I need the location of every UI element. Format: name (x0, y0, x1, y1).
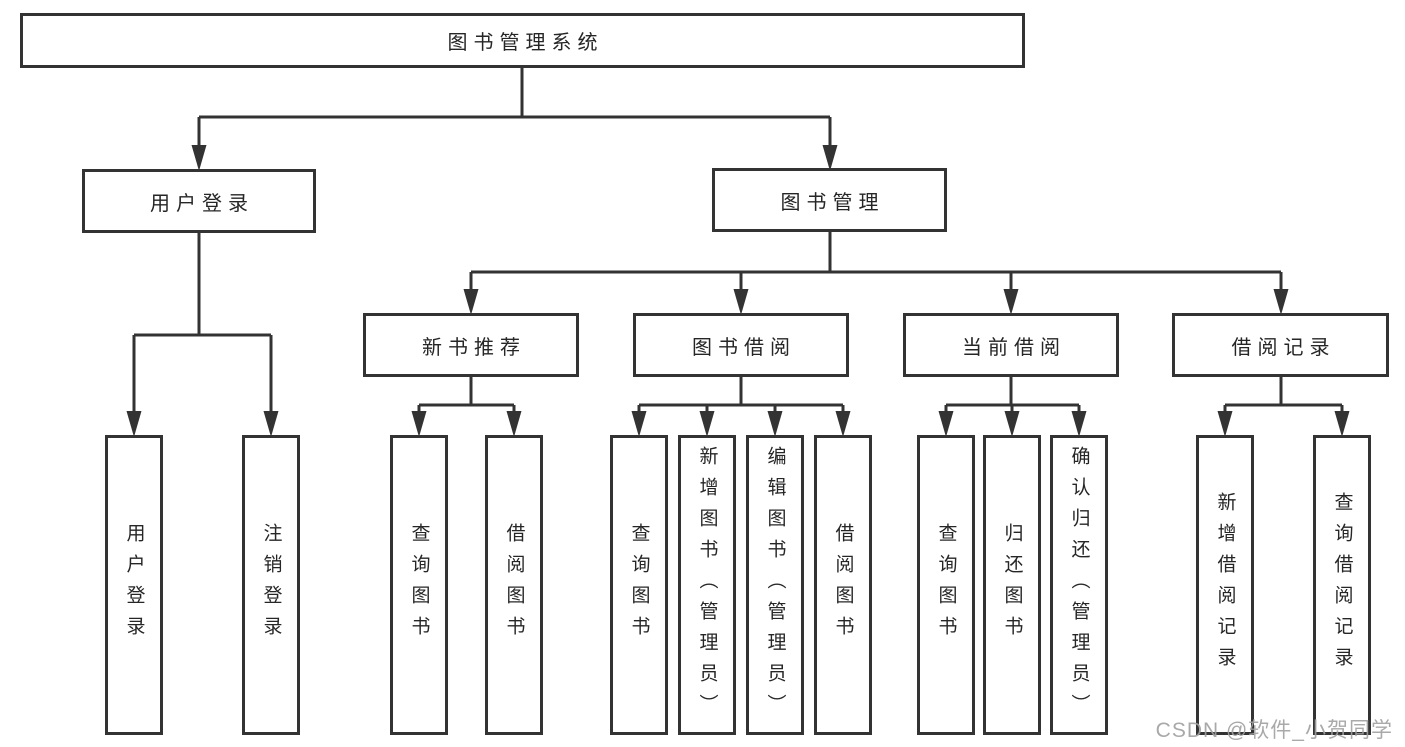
leaf-confirm-return-admin: 确认归还（管理员） (1050, 435, 1108, 735)
arrowhead (767, 411, 783, 437)
arrowhead (938, 411, 954, 437)
arrowhead (699, 411, 715, 437)
node-root-label: 图书管理系统 (447, 32, 604, 54)
node-book-borrow: 图书借阅 (633, 313, 849, 377)
leaf-query-book-recommend: 查询图书 (390, 435, 448, 735)
arrowhead (835, 411, 851, 437)
node-book-management-label: 图书管理 (780, 191, 885, 214)
leaf-user-login: 用户登录 (105, 435, 163, 735)
node-borrow-record-label: 借阅记录 (1231, 336, 1336, 359)
watermark: CSDN @软件_小贺同学 (1155, 719, 1393, 742)
leaf-add-borrow-record-label: 新增借阅记录 (1214, 492, 1236, 678)
leaf-add-book-admin: 新增图书（管理员） (678, 435, 736, 735)
node-current-borrow: 当前借阅 (903, 313, 1119, 377)
leaf-add-book-admin-label: 新增图书（管理员） (696, 445, 718, 725)
leaf-borrow-book-recommend: 借阅图书 (485, 435, 543, 735)
node-root: 图书管理系统 (20, 13, 1025, 68)
leaf-borrow-book-label: 借阅图书 (832, 523, 854, 647)
node-new-book-recommend: 新书推荐 (363, 313, 579, 377)
leaf-query-borrow-record: 查询借阅记录 (1313, 435, 1371, 735)
leaf-return-book-label: 归还图书 (1001, 523, 1023, 647)
leaf-borrow-book: 借阅图书 (814, 435, 872, 735)
arrowhead (126, 411, 142, 437)
node-new-book-recommend-label: 新书推荐 (422, 336, 526, 359)
leaf-edit-book-admin: 编辑图书（管理员） (746, 435, 804, 735)
node-user-login: 用户登录 (82, 169, 316, 233)
leaf-logout-label: 注销登录 (260, 523, 282, 647)
arrowhead (1071, 411, 1087, 437)
arrowhead (263, 411, 279, 437)
arrowhead (1273, 289, 1289, 315)
arrowhead (506, 411, 522, 437)
arrowhead (1217, 411, 1233, 437)
node-book-borrow-label: 图书借阅 (692, 336, 796, 359)
leaf-logout: 注销登录 (242, 435, 300, 735)
leaf-query-book-borrow: 查询图书 (610, 435, 668, 735)
node-current-borrow-label: 当前借阅 (962, 336, 1066, 359)
leaf-borrow-book-recommend-label: 借阅图书 (503, 523, 525, 647)
node-book-management: 图书管理 (712, 168, 947, 232)
leaf-query-book-borrow-label: 查询图书 (628, 523, 650, 647)
arrowhead (1334, 411, 1350, 437)
node-borrow-record: 借阅记录 (1172, 313, 1389, 377)
arrowhead (463, 289, 479, 315)
leaf-confirm-return-admin-label: 确认归还（管理员） (1068, 445, 1090, 725)
leaf-add-borrow-record: 新增借阅记录 (1196, 435, 1254, 735)
arrowhead (733, 289, 749, 315)
leaf-user-login-label: 用户登录 (123, 523, 145, 647)
arrowhead (411, 411, 427, 437)
arrowhead (1004, 411, 1020, 437)
node-user-login-label: 用户登录 (150, 192, 254, 215)
leaf-query-book-current: 查询图书 (917, 435, 975, 735)
arrowhead (191, 145, 207, 171)
arrowhead (631, 411, 647, 437)
leaf-return-book: 归还图书 (983, 435, 1041, 735)
leaf-query-book-recommend-label: 查询图书 (408, 523, 430, 647)
leaf-query-borrow-record-label: 查询借阅记录 (1331, 492, 1353, 678)
leaf-query-book-current-label: 查询图书 (935, 523, 957, 647)
arrowhead (1003, 289, 1019, 315)
leaf-edit-book-admin-label: 编辑图书（管理员） (764, 445, 786, 725)
